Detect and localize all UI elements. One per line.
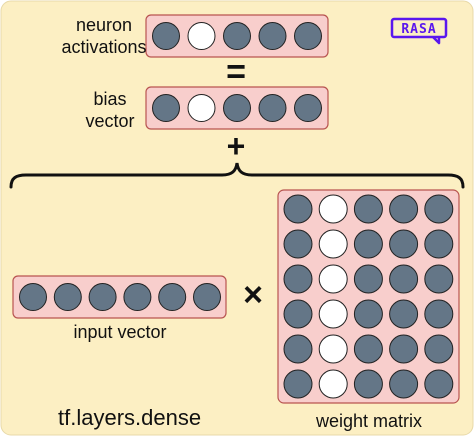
- weight-cell: [353, 194, 383, 224]
- input-cell: [158, 283, 187, 311]
- input-cell: [193, 283, 221, 311]
- input-cell: [123, 283, 152, 311]
- neuron-activation-cell: [187, 22, 216, 50]
- weight-matrix-label: weight matrix: [315, 411, 423, 431]
- weight-cell: [318, 264, 348, 294]
- neuron-activation-cell: [294, 22, 322, 50]
- equals-operator: =: [226, 53, 246, 91]
- weight-cell: [318, 299, 348, 329]
- times-operator: ×: [243, 276, 263, 314]
- bias-vector-cells: [152, 94, 322, 122]
- weight-cell: [424, 264, 454, 294]
- input-cell: [19, 283, 47, 311]
- input-cell: [88, 283, 117, 311]
- weight-cell: [283, 264, 313, 294]
- weight-cell: [353, 264, 383, 294]
- weight-cell: [353, 299, 383, 329]
- weight-cell: [318, 194, 348, 224]
- weight-cell: [318, 334, 348, 364]
- weight-cell: [424, 334, 454, 364]
- bias-vector-label-line2: vector: [85, 111, 135, 131]
- weight-cell: [318, 229, 348, 259]
- weight-cell: [353, 229, 383, 259]
- weight-cell: [283, 299, 313, 329]
- framework-call-label: tf.layers.dense: [58, 405, 202, 430]
- neuron-activations-cells: [152, 22, 322, 50]
- bias-vector-label-line1: bias: [93, 89, 127, 109]
- weight-cell: [424, 369, 454, 399]
- neuron-activation-cell: [223, 22, 251, 50]
- bias-vector-label: bias vector: [80, 88, 140, 132]
- weight-cell: [283, 369, 313, 399]
- weight-cell: [389, 194, 419, 224]
- input-cell: [53, 283, 82, 311]
- weight-cell: [318, 369, 348, 399]
- weight-cell: [283, 334, 313, 364]
- weight-cell: [389, 299, 419, 329]
- weight-cell: [389, 334, 419, 364]
- weight-cell: [353, 334, 383, 364]
- bias-cell: [187, 94, 216, 122]
- neuron-activations-label-line2: activations: [61, 37, 147, 57]
- plus-operator: +: [227, 128, 246, 164]
- rasa-logo-text: RASA: [401, 22, 436, 37]
- weight-matrix-cells: [283, 194, 454, 399]
- rasa-logo: RASA: [390, 17, 448, 45]
- bias-cell: [152, 94, 180, 122]
- bias-cell: [223, 94, 251, 122]
- bias-cell: [258, 94, 287, 122]
- summation-brace: [9, 162, 465, 189]
- neuron-activations-label-line1: neuron: [75, 15, 133, 35]
- weight-cell: [424, 194, 454, 224]
- weight-cell: [424, 299, 454, 329]
- input-vector-cells: [19, 283, 221, 311]
- weight-cell: [389, 229, 419, 259]
- neuron-activation-cell: [258, 22, 287, 50]
- bias-cell: [294, 94, 322, 122]
- input-vector-label: input vector: [73, 322, 167, 342]
- weight-cell: [353, 369, 383, 399]
- neuron-activation-cell: [152, 22, 180, 50]
- neuron-activations-label: neuron activations: [56, 14, 152, 58]
- weight-cell: [389, 264, 419, 294]
- weight-cell: [283, 229, 313, 259]
- weight-cell: [283, 194, 313, 224]
- weight-cell: [424, 229, 454, 259]
- weight-cell: [389, 369, 419, 399]
